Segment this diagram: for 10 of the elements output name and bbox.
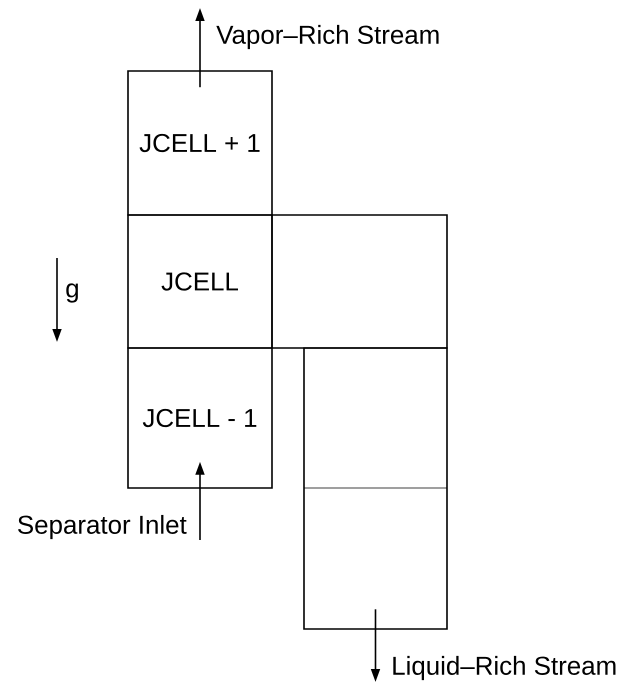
empty-cell: [271, 214, 448, 349]
empty-cell: [304, 488, 448, 630]
stream-label: Vapor–Rich Stream: [216, 24, 439, 50]
empty-cell: [304, 348, 448, 488]
cell-box: JCELL + 1: [127, 70, 273, 216]
gravity-label: g: [66, 283, 78, 303]
stream-label: Liquid–Rich Stream: [393, 656, 616, 680]
cell-box: JCELL: [127, 214, 273, 349]
cell-box: JCELL - 1: [127, 347, 273, 489]
stream-label: Separator Inlet: [18, 514, 187, 540]
